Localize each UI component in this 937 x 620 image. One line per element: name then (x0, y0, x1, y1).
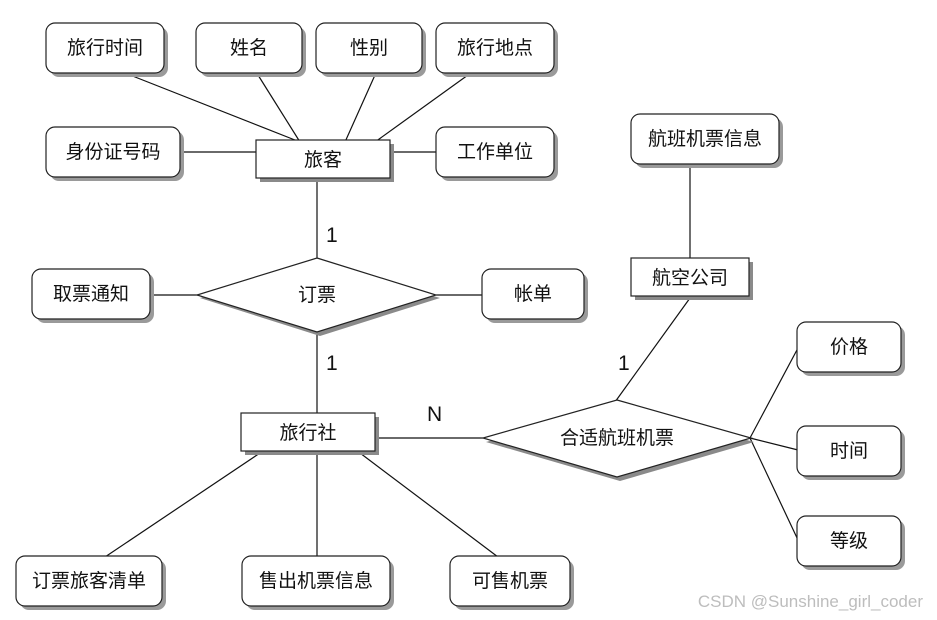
svg-text:旅行社: 旅行社 (279, 422, 336, 444)
attr-xingming: 姓名 (195, 22, 306, 77)
svg-text:身份证号码: 身份证号码 (65, 141, 160, 163)
edge-heshi-dengji (749, 437, 799, 541)
edge-heshi-shijian (749, 437, 799, 451)
svg-text:姓名: 姓名 (230, 37, 268, 59)
attr-lvxingdidian: 旅行地点 (435, 22, 558, 77)
relationship-heshi: 合适航班机票 (480, 399, 754, 481)
cardinality-dingpiao-lvxingshe: 1 (326, 352, 338, 375)
edge-lvke-lvxingshijian (129, 74, 301, 143)
edges (104, 74, 799, 558)
svg-text:旅客: 旅客 (304, 149, 342, 171)
attr-dingpiaolvke: 订票旅客清单 (15, 555, 166, 610)
svg-text:航空公司: 航空公司 (652, 267, 728, 289)
svg-text:旅行时间: 旅行时间 (67, 37, 143, 59)
attr-shenfenzheng: 身份证号码 (45, 126, 184, 181)
svg-text:旅行地点: 旅行地点 (457, 37, 533, 59)
attr-gongzuodanwei: 工作单位 (435, 126, 558, 181)
svg-text:时间: 时间 (830, 440, 868, 462)
attr-jiage: 价格 (796, 321, 905, 376)
svg-text:合适航班机票: 合适航班机票 (560, 427, 674, 449)
cardinality-heshi-hangkong: 1 (618, 352, 630, 375)
attr-lvxingshijian: 旅行时间 (45, 22, 168, 77)
svg-text:等级: 等级 (830, 530, 868, 552)
watermark: CSDN @Sunshine_girl_coder (697, 592, 923, 611)
attr-shouchu: 售出机票信息 (241, 555, 394, 610)
edge-heshi-hangkong (614, 297, 691, 403)
edge-lvxingshe-keshou (359, 452, 499, 558)
svg-text:航班机票信息: 航班机票信息 (648, 128, 762, 150)
svg-text:价格: 价格 (830, 336, 868, 358)
svg-text:可售机票: 可售机票 (472, 570, 548, 592)
attr-shijian: 时间 (796, 425, 905, 480)
attr-qupiaotongzhi: 取票通知 (31, 268, 154, 323)
attr-zhangdan: 帐单 (481, 268, 588, 323)
relationship-dingpiao: 订票 (194, 257, 440, 336)
entity-lvxingshe: 旅行社 (240, 412, 379, 455)
svg-text:售出机票信息: 售出机票信息 (259, 570, 373, 592)
svg-text:帐单: 帐单 (514, 283, 552, 305)
edge-lvke-xingming (257, 74, 301, 143)
svg-text:订票旅客清单: 订票旅客清单 (32, 570, 146, 592)
cardinality-lvke-dingpiao: 1 (326, 224, 338, 247)
svg-text:工作单位: 工作单位 (457, 141, 533, 163)
attr-hangbanxinxi: 航班机票信息 (630, 113, 783, 168)
entity-lvke: 旅客 (255, 139, 394, 182)
edge-lvke-lvxingdidian (374, 74, 469, 143)
attr-xingbie: 性别 (315, 22, 426, 77)
edge-heshi-jiage (749, 347, 799, 439)
attr-dengji: 等级 (796, 515, 905, 570)
entity-hangkong: 航空公司 (630, 257, 753, 300)
edge-lvxingshe-dingpiaolvke (104, 452, 261, 558)
svg-text:性别: 性别 (350, 37, 388, 59)
attr-keshou: 可售机票 (449, 555, 574, 610)
edge-lvke-xingbie (344, 74, 376, 143)
cardinality-lvxingshe-heshi: N (427, 403, 442, 426)
svg-text:订票: 订票 (298, 284, 336, 306)
svg-text:取票通知: 取票通知 (53, 283, 129, 305)
